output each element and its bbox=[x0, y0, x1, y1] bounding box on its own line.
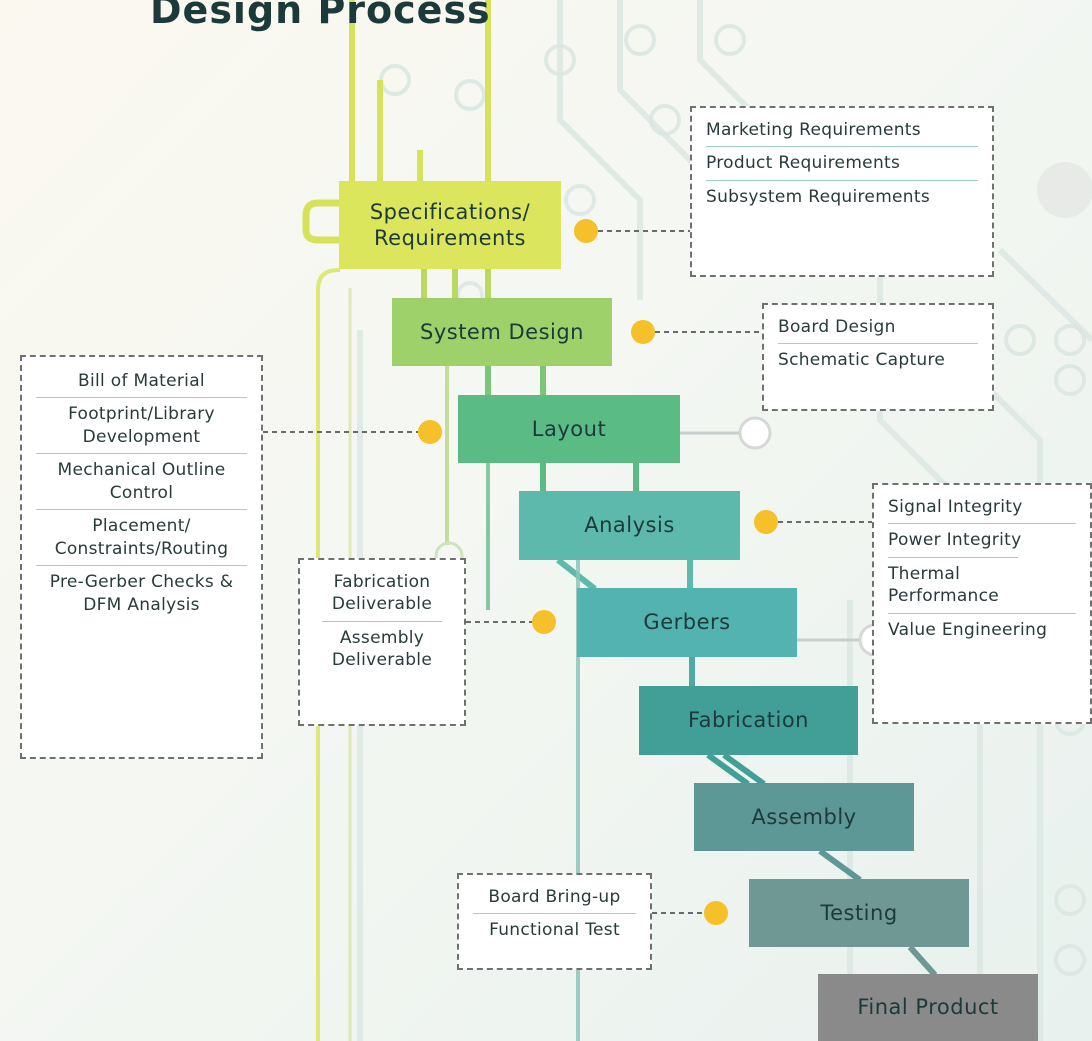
detail-item: Footprint/Library Development bbox=[36, 397, 247, 453]
stage-layout: Layout bbox=[458, 395, 680, 463]
detail-item: Product Requirements bbox=[706, 146, 978, 179]
testing-details-box: Board Bring-up Functional Test bbox=[457, 873, 652, 970]
layout-details-box: Bill of Material Footprint/Library Devel… bbox=[20, 355, 263, 759]
stage-testing: Testing bbox=[749, 879, 969, 947]
stage-analysis: Analysis bbox=[519, 491, 740, 560]
stage-label: Testing bbox=[820, 900, 898, 925]
detail-item: Marketing Requirements bbox=[706, 120, 921, 140]
detail-item: Placement/ Constraints/Routing bbox=[36, 509, 247, 565]
detail-item: Pre-Gerber Checks & DFM Analysis bbox=[36, 565, 247, 621]
stage-label: Fabrication bbox=[688, 708, 809, 733]
detail-item: Signal Integrity bbox=[888, 497, 1023, 517]
detail-item: Bill of Material bbox=[78, 371, 205, 391]
stage-assembly: Assembly bbox=[694, 783, 914, 851]
stage-label: Gerbers bbox=[643, 610, 731, 635]
detail-item: Fabrication Deliverable bbox=[331, 572, 433, 615]
stage-system-design: System Design bbox=[392, 298, 612, 366]
detail-item: Mechanical Outline Control bbox=[36, 453, 247, 509]
detail-item: Assembly Deliverable bbox=[322, 620, 442, 677]
analysis-details-box: Signal Integrity Power Integrity Thermal… bbox=[872, 483, 1092, 724]
page-title: Design Process bbox=[150, 0, 491, 32]
detail-item: Thermal Performance bbox=[888, 556, 1018, 613]
detail-item: Functional Test bbox=[473, 913, 636, 946]
detail-item: Subsystem Requirements bbox=[706, 179, 978, 213]
detail-item: Power Integrity bbox=[888, 523, 1076, 556]
stage-label: Specifications/ Requirements bbox=[369, 199, 531, 250]
detail-item: Board Bring-up bbox=[488, 887, 621, 907]
stage-specifications: Specifications/ Requirements bbox=[339, 181, 561, 269]
stage-label: System Design bbox=[420, 319, 584, 344]
gerbers-details-box: Fabrication Deliverable Assembly Deliver… bbox=[298, 558, 466, 726]
connector-dots bbox=[418, 219, 778, 925]
stage-label: Analysis bbox=[584, 513, 675, 538]
stage-fabrication: Fabrication bbox=[639, 686, 858, 755]
detail-item: Board Design bbox=[778, 317, 896, 337]
detail-item: Value Engineering bbox=[888, 612, 1076, 646]
stage-gerbers: Gerbers bbox=[577, 588, 797, 657]
system-design-details-box: Board Design Schematic Capture bbox=[762, 303, 994, 411]
stage-final-product: Final Product bbox=[818, 974, 1038, 1041]
stage-label: Assembly bbox=[751, 804, 857, 829]
stage-label: Layout bbox=[531, 416, 607, 441]
detail-item: Schematic Capture bbox=[778, 343, 978, 376]
specs-details-box: Marketing Requirements Product Requireme… bbox=[690, 106, 994, 277]
stage-label: Final Product bbox=[857, 995, 999, 1020]
